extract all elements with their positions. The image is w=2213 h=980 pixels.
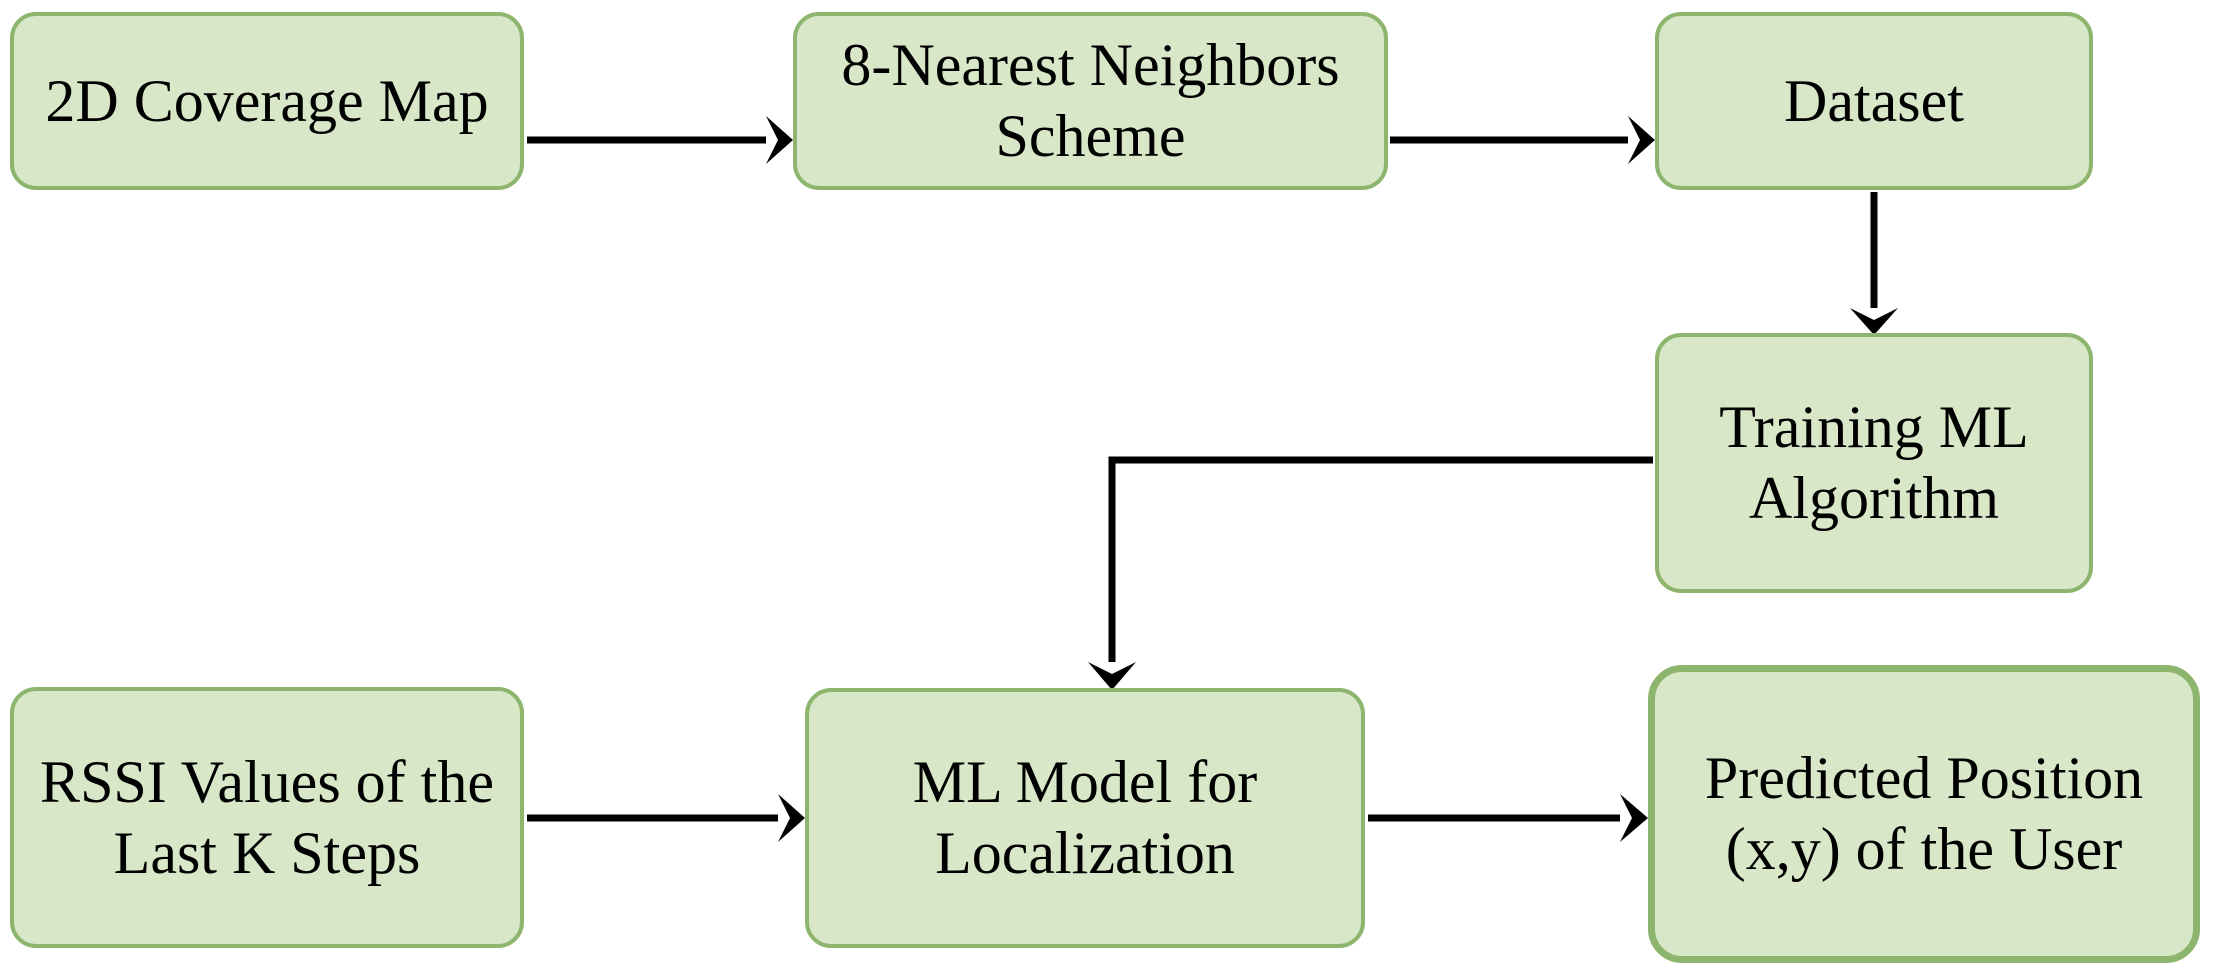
node-training-ml-algorithm[interactable]: Training ML Algorithm bbox=[1655, 333, 2093, 593]
node-knn-scheme[interactable]: 8-Nearest Neighbors Scheme bbox=[793, 12, 1388, 190]
edge-coverage-map-to-knn bbox=[527, 116, 793, 164]
node-label: ML Model for Localization bbox=[912, 749, 1258, 886]
node-label: 8-Nearest Neighbors Scheme bbox=[841, 32, 1340, 169]
node-label: 2D Coverage Map bbox=[45, 67, 489, 134]
node-coverage-map[interactable]: 2D Coverage Map bbox=[10, 12, 524, 190]
node-rssi-values[interactable]: RSSI Values of the Last K Steps bbox=[10, 687, 524, 948]
node-ml-model-localization[interactable]: ML Model for Localization bbox=[805, 688, 1365, 948]
edge-ml-model-to-predicted bbox=[1368, 794, 1648, 842]
edge-dataset-to-training bbox=[1850, 192, 1898, 335]
node-label: Predicted Position (x,y) of the User bbox=[1704, 745, 2144, 882]
edge-training-to-ml-model bbox=[1088, 456, 1653, 690]
node-label: Training ML Algorithm bbox=[1719, 394, 2029, 531]
node-dataset[interactable]: Dataset bbox=[1655, 12, 2093, 190]
node-predicted-position[interactable]: Predicted Position (x,y) of the User bbox=[1648, 665, 2200, 963]
edge-knn-to-dataset bbox=[1390, 116, 1655, 164]
edge-rssi-to-ml-model bbox=[527, 794, 805, 842]
node-label: Dataset bbox=[1784, 67, 1964, 134]
node-label: RSSI Values of the Last K Steps bbox=[40, 748, 494, 886]
